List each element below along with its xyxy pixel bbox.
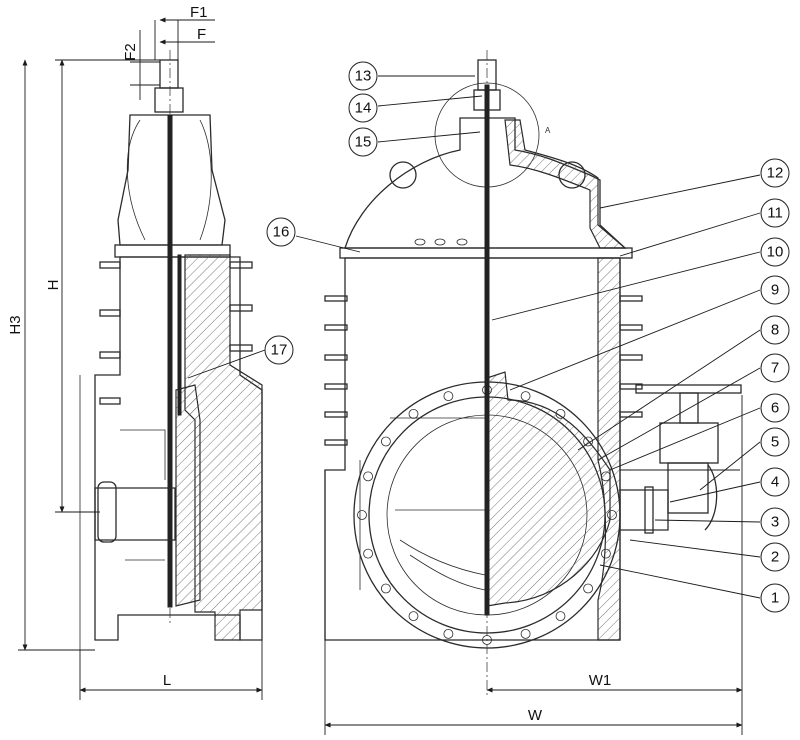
balloon-17-label: 17 bbox=[271, 342, 288, 359]
dim-label-h3: H3 bbox=[7, 315, 24, 334]
balloon-17: 17 bbox=[264, 335, 294, 365]
balloon-16: 16 bbox=[266, 217, 296, 247]
dim-label-f1: F1 bbox=[190, 4, 208, 21]
balloon-12-label: 12 bbox=[767, 165, 784, 182]
balloon-6: 6 bbox=[760, 393, 790, 423]
detail-marker-label: A bbox=[545, 126, 551, 135]
balloon-2: 2 bbox=[760, 542, 790, 572]
bolt-hole bbox=[583, 583, 593, 594]
dim-label-h: H bbox=[45, 280, 62, 291]
bolt-hole bbox=[443, 391, 454, 402]
balloon-11: 11 bbox=[760, 198, 790, 228]
balloon-9-label: 9 bbox=[771, 282, 779, 299]
bolt-hole bbox=[520, 391, 531, 402]
balloon-14: 14 bbox=[348, 93, 378, 123]
balloon-4: 4 bbox=[760, 467, 790, 497]
bolt-hole bbox=[601, 548, 611, 559]
balloon-8-label: 8 bbox=[771, 322, 779, 339]
balloon-2-label: 2 bbox=[771, 549, 779, 566]
front-view bbox=[324, 50, 742, 695]
balloon-4-label: 4 bbox=[771, 474, 779, 491]
bolt-hole bbox=[408, 611, 419, 621]
balloon-10: 10 bbox=[760, 237, 790, 267]
balloon-9: 9 bbox=[760, 275, 790, 305]
bolt-hole bbox=[380, 583, 391, 594]
balloon-13-label: 13 bbox=[355, 68, 372, 85]
balloon-14-label: 14 bbox=[355, 100, 372, 117]
balloon-10-label: 10 bbox=[767, 244, 784, 261]
bolt-hole bbox=[380, 436, 391, 447]
balloon-5: 5 bbox=[760, 427, 790, 457]
balloon-1-label: 1 bbox=[771, 590, 779, 607]
balloon-7-label: 7 bbox=[771, 360, 779, 377]
dim-label-w: W bbox=[528, 707, 543, 724]
bolt-hole bbox=[520, 629, 531, 639]
balloon-1: 1 bbox=[760, 583, 790, 613]
balloon-15-label: 15 bbox=[355, 134, 372, 151]
balloon-12: 12 bbox=[760, 158, 790, 188]
dim-label-w1: W1 bbox=[589, 672, 612, 689]
balloon-5-label: 5 bbox=[771, 434, 779, 451]
balloon-15: 15 bbox=[348, 127, 378, 157]
side-view bbox=[79, 50, 263, 651]
dim-label-l: L bbox=[163, 672, 171, 689]
bolt-hole bbox=[555, 611, 566, 621]
balloon-3: 3 bbox=[760, 507, 790, 537]
bolt-hole bbox=[357, 510, 367, 520]
bolt-hole bbox=[482, 635, 492, 645]
balloon-7: 7 bbox=[760, 353, 790, 383]
bolt-hole bbox=[443, 629, 454, 639]
balloon-13: 13 bbox=[348, 61, 378, 91]
bolt-hole bbox=[363, 548, 374, 559]
balloon-3-label: 3 bbox=[771, 514, 779, 531]
dimension-lines bbox=[18, 17, 743, 735]
bolt-hole bbox=[363, 471, 374, 482]
balloon-11-label: 11 bbox=[767, 205, 783, 222]
bolt-hole bbox=[408, 408, 419, 419]
balloon-8: 8 bbox=[760, 315, 790, 345]
dim-label-f: F bbox=[197, 26, 206, 43]
balloon-16-label: 16 bbox=[273, 224, 290, 241]
balloon-6-label: 6 bbox=[771, 400, 779, 417]
dim-label-f2: F2 bbox=[122, 43, 139, 61]
leader-lines bbox=[187, 75, 761, 599]
